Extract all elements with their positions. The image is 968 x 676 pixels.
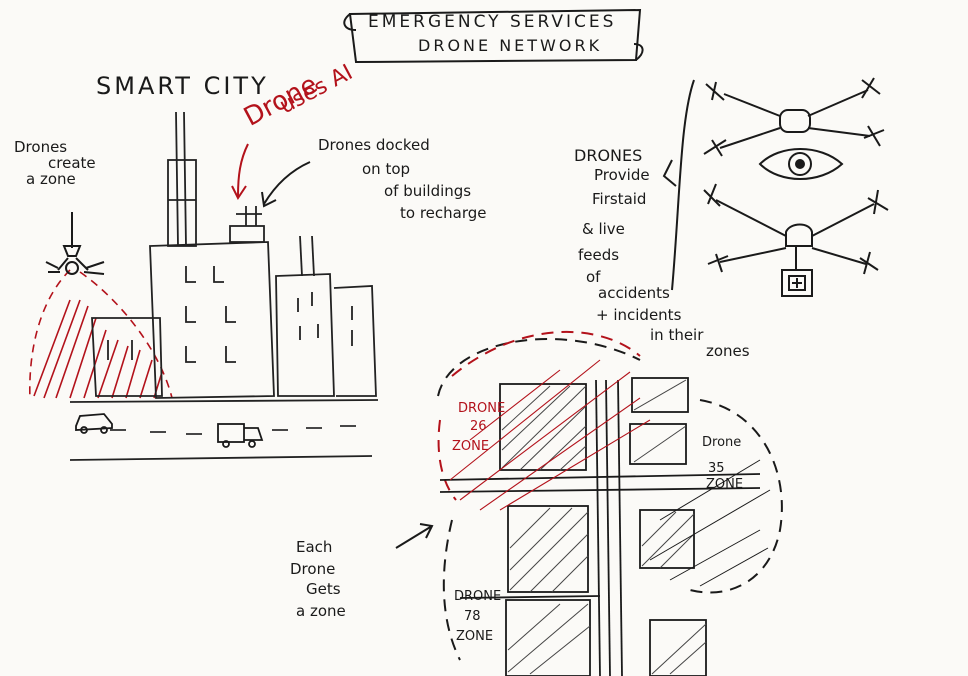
right-panel-line-10: zones	[706, 342, 750, 360]
each-drone-line-3: Gets	[306, 580, 341, 598]
smart-city-heading: SMART CITY	[96, 72, 269, 100]
zone-35-line-2: 35	[708, 461, 725, 476]
right-panel-line-1: DRONES	[574, 146, 643, 165]
docked-note-3: of buildings	[384, 182, 472, 200]
docked-note-1: Drones docked	[318, 136, 430, 154]
zone-outlines	[437, 330, 783, 661]
left-drone-icon	[45, 212, 105, 275]
road-dashes	[110, 425, 356, 435]
each-drone-line-1: Each	[296, 538, 333, 556]
docked-note-4: to recharge	[400, 204, 487, 222]
car-icon	[75, 413, 113, 434]
docked-note-2: on top	[362, 160, 411, 178]
right-brace	[662, 79, 695, 291]
right-panel-line-9: in their	[650, 326, 704, 344]
city-buildings	[69, 111, 379, 461]
firstaid-drone-icon	[703, 183, 889, 297]
zone-78-line-2: 78	[464, 609, 481, 624]
zone-26-line-3: ZONE	[452, 439, 490, 454]
drones-create-zone-2: create	[48, 154, 96, 172]
dock-arrows	[231, 143, 311, 208]
zone-78-line-3: ZONE	[456, 629, 494, 644]
zone-78-line-1: DRONE	[454, 589, 502, 604]
camera-drone-icon	[703, 77, 885, 180]
right-panel-line-7: accidents	[598, 284, 670, 302]
city-blocks	[439, 377, 761, 676]
right-panel-line-5: feeds	[578, 246, 620, 264]
right-panel-line-6: of	[586, 268, 601, 286]
zone-26-hatch	[449, 359, 651, 511]
zone-35-line-3: ZONE	[706, 477, 744, 492]
zone-35-line-1: Drone	[702, 435, 742, 450]
right-panel-line-2: Provide	[594, 166, 650, 184]
title-banner	[343, 8, 644, 64]
zone-26-line-1: DRONE	[458, 401, 506, 416]
title-line1: EMERGENCY SERVICES	[368, 12, 617, 32]
zone-35-hatch	[649, 459, 771, 587]
right-panel-line-4: & live	[582, 220, 625, 238]
each-drone-line-4: a zone	[296, 602, 346, 620]
each-zone-arrow	[395, 523, 434, 549]
drones-create-zone-3: a zone	[26, 170, 76, 188]
right-panel-line-8: + incidents	[596, 306, 682, 324]
drones-create-zone-1: Drones	[14, 138, 68, 156]
truck-icon	[217, 423, 264, 448]
right-panel-line-3: Firstaid	[592, 190, 647, 208]
left-drone-zone-hatch	[28, 269, 173, 401]
each-drone-line-2: Drone	[290, 560, 336, 578]
title-line2: DRONE NETWORK	[418, 36, 603, 55]
zone-26-line-2: 26	[470, 419, 487, 434]
